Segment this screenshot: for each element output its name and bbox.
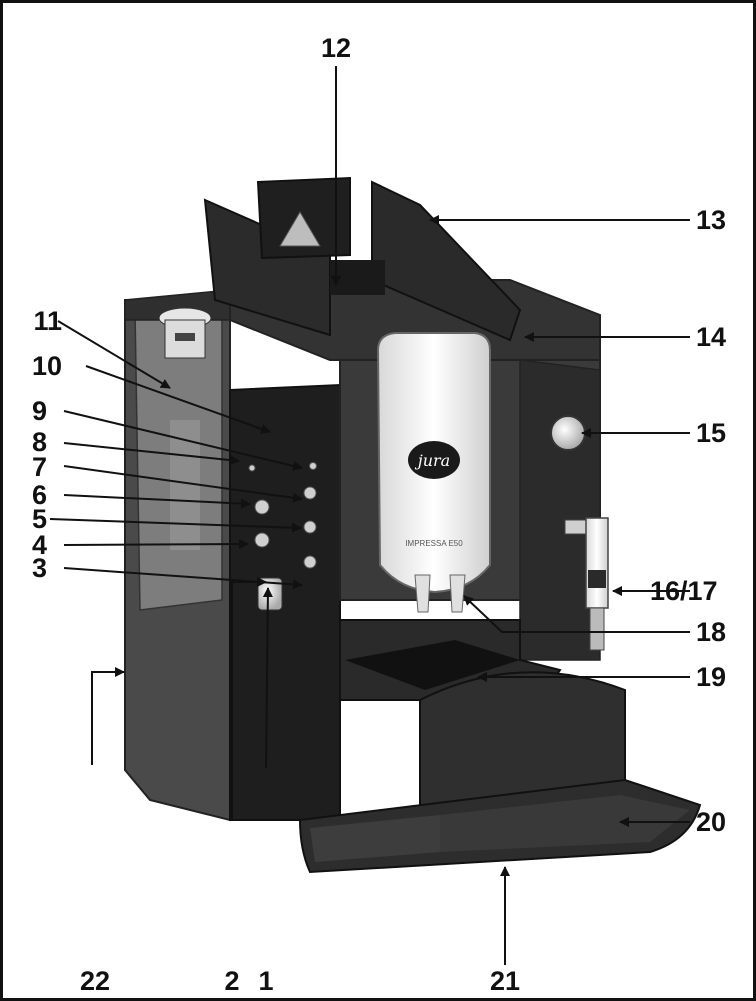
brand-logo-text: jura xyxy=(415,451,450,470)
callout-15: 15 xyxy=(696,418,726,448)
callout-22: 22 xyxy=(80,966,110,996)
leader-1 xyxy=(262,587,273,769)
callout-13: 13 xyxy=(696,205,726,235)
leader-9 xyxy=(63,410,303,471)
control-panel xyxy=(229,383,341,821)
callout-1: 1 xyxy=(258,966,273,996)
callout-19: 19 xyxy=(696,662,726,692)
leader-6 xyxy=(63,494,251,509)
leader-22 xyxy=(91,667,125,765)
callout-9: 9 xyxy=(32,396,47,426)
coffee-machine-illustration: jura IMPRESSA E50 xyxy=(124,176,702,874)
callout-21: 21 xyxy=(490,966,520,996)
callout-8: 8 xyxy=(32,427,47,457)
leader-18 xyxy=(463,595,690,633)
leader-7 xyxy=(63,465,303,503)
leader-8 xyxy=(63,442,240,466)
callout-18: 18 xyxy=(696,617,726,647)
callout-20: 20 xyxy=(696,807,726,837)
callout-4: 4 xyxy=(32,530,47,560)
callout-14: 14 xyxy=(696,322,726,352)
model-text: IMPRESSA E50 xyxy=(405,539,463,548)
leader-2 xyxy=(231,577,267,820)
steam-knob xyxy=(550,415,586,451)
brand-logo xyxy=(408,441,460,479)
callout-labels: 1 2 3 4 5 6 7 8 9 10 11 12 13 14 15 16/1… xyxy=(32,33,726,996)
leader-lines xyxy=(49,66,690,965)
leader-11 xyxy=(57,320,171,389)
leader-10 xyxy=(85,365,271,434)
control-buttons xyxy=(248,462,317,569)
callout-6: 6 xyxy=(32,480,47,510)
callout-5: 5 xyxy=(32,504,47,534)
callout-11: 11 xyxy=(33,306,62,336)
callout-10: 10 xyxy=(32,351,62,381)
leader-4 xyxy=(63,539,249,550)
callout-2: 2 xyxy=(224,966,239,996)
callout-12: 12 xyxy=(321,33,351,63)
callout-7: 7 xyxy=(32,452,47,482)
steam-nozzle xyxy=(585,517,609,609)
callout-16-17: 16/17 xyxy=(650,576,718,606)
grounds-container xyxy=(345,640,520,690)
leader-5 xyxy=(49,518,302,533)
callout-3: 3 xyxy=(32,553,47,583)
